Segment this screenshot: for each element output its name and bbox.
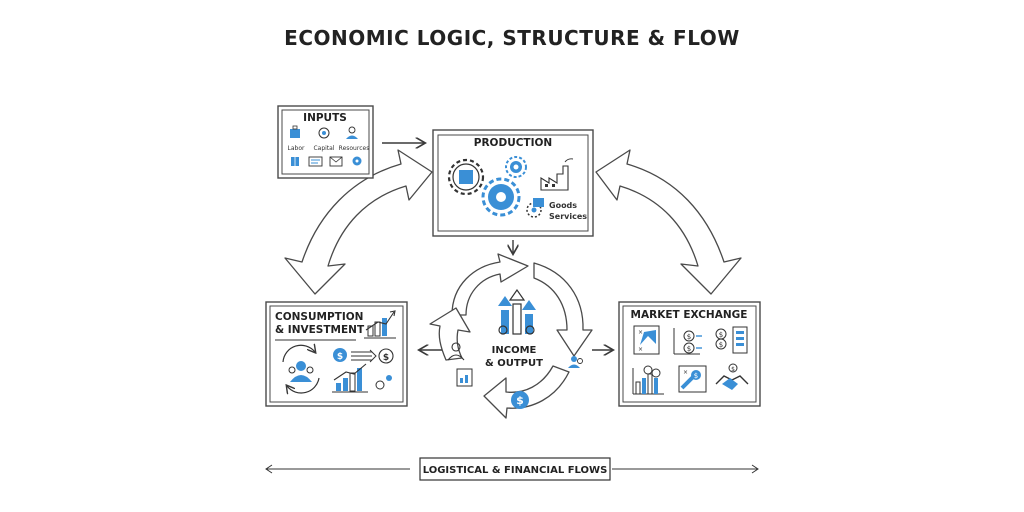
people-icon	[568, 356, 583, 368]
people-cycle-icon	[282, 345, 320, 393]
transfer-arrows-icon	[351, 349, 377, 363]
gear-people-icon	[318, 127, 330, 139]
document-chart-icon	[456, 368, 473, 387]
market-exchange-box: MARKET EXCHANGE × × $ $ $ $	[618, 301, 761, 407]
input-item-labor: Labor	[288, 145, 305, 152]
person-icon	[447, 342, 465, 361]
svg-text:$: $	[694, 372, 698, 380]
coins-icon	[375, 375, 392, 390]
svg-text:$: $	[731, 366, 735, 373]
svg-text:$: $	[719, 341, 723, 349]
diagram-title: ECONOMIC LOGIC, STRUCTURE & FLOW	[284, 26, 740, 50]
book-icon	[291, 157, 299, 166]
goods-box-icon	[533, 198, 544, 207]
coin-stack-icon: $ $	[715, 328, 727, 350]
bar-chart-icon	[364, 310, 396, 339]
bar-chart-icon	[332, 363, 368, 393]
consumption-box: CONSUMPTION & INVESTMENT $	[265, 301, 408, 407]
consumption-label-line2: & INVESTMENT	[275, 324, 365, 336]
exchange-tile-icon: $ ×	[678, 365, 707, 393]
svg-text:×: ×	[683, 369, 688, 376]
right-cycle-arrow	[595, 149, 742, 295]
person-icon	[346, 126, 358, 139]
dollar-exchange-icon: $ $	[673, 328, 702, 355]
production-label: PRODUCTION	[474, 137, 552, 149]
svg-text:$: $	[383, 353, 389, 363]
toolbox-icon	[290, 125, 300, 138]
income-output-cycle: INCOME & OUTPUT $	[429, 253, 593, 419]
svg-text:$: $	[687, 333, 691, 341]
document-icon	[308, 156, 323, 167]
gear-icon	[505, 156, 527, 178]
dollar-icon: $	[511, 391, 529, 409]
gear-icon	[352, 156, 362, 166]
growth-arrows-icon	[498, 288, 536, 335]
consumption-label-line1: CONSUMPTION	[275, 311, 363, 323]
production-goods: Goods	[549, 201, 577, 210]
inputs-box: INPUTS Labor Capital Resources	[277, 105, 374, 179]
bar-chart-icon	[632, 365, 664, 395]
list-document-icon	[732, 326, 748, 354]
market-label: MARKET EXCHANGE	[631, 309, 748, 321]
gear-icon	[447, 158, 485, 196]
input-item-capital: Capital	[313, 145, 334, 152]
gear-icon	[481, 177, 521, 217]
dollar-icon: $	[333, 348, 347, 362]
production-services: Services	[549, 212, 587, 221]
svg-text:$: $	[719, 331, 723, 339]
input-item-resources: Resources	[339, 145, 370, 152]
production-box: PRODUCTION Goods	[432, 129, 594, 237]
dollar-icon: $	[378, 348, 394, 364]
inputs-label: INPUTS	[303, 112, 347, 124]
chart-tile-icon: × ×	[633, 325, 660, 355]
svg-text:$: $	[516, 394, 524, 407]
footer-label: LOGISTICAL & FINANCIAL FLOWS	[423, 465, 608, 476]
center-label-line1: INCOME	[492, 345, 537, 356]
svg-text:$: $	[687, 345, 691, 353]
svg-text:$: $	[337, 352, 343, 362]
footer-flow: LOGISTICAL & FINANCIAL FLOWS	[265, 457, 759, 481]
svg-text:×: ×	[638, 346, 643, 353]
svg-text:×: ×	[638, 329, 643, 336]
factory-icon	[540, 158, 574, 191]
mail-icon	[329, 156, 343, 167]
handshake-icon: $	[715, 363, 749, 390]
center-label-line2: & OUTPUT	[485, 358, 543, 369]
